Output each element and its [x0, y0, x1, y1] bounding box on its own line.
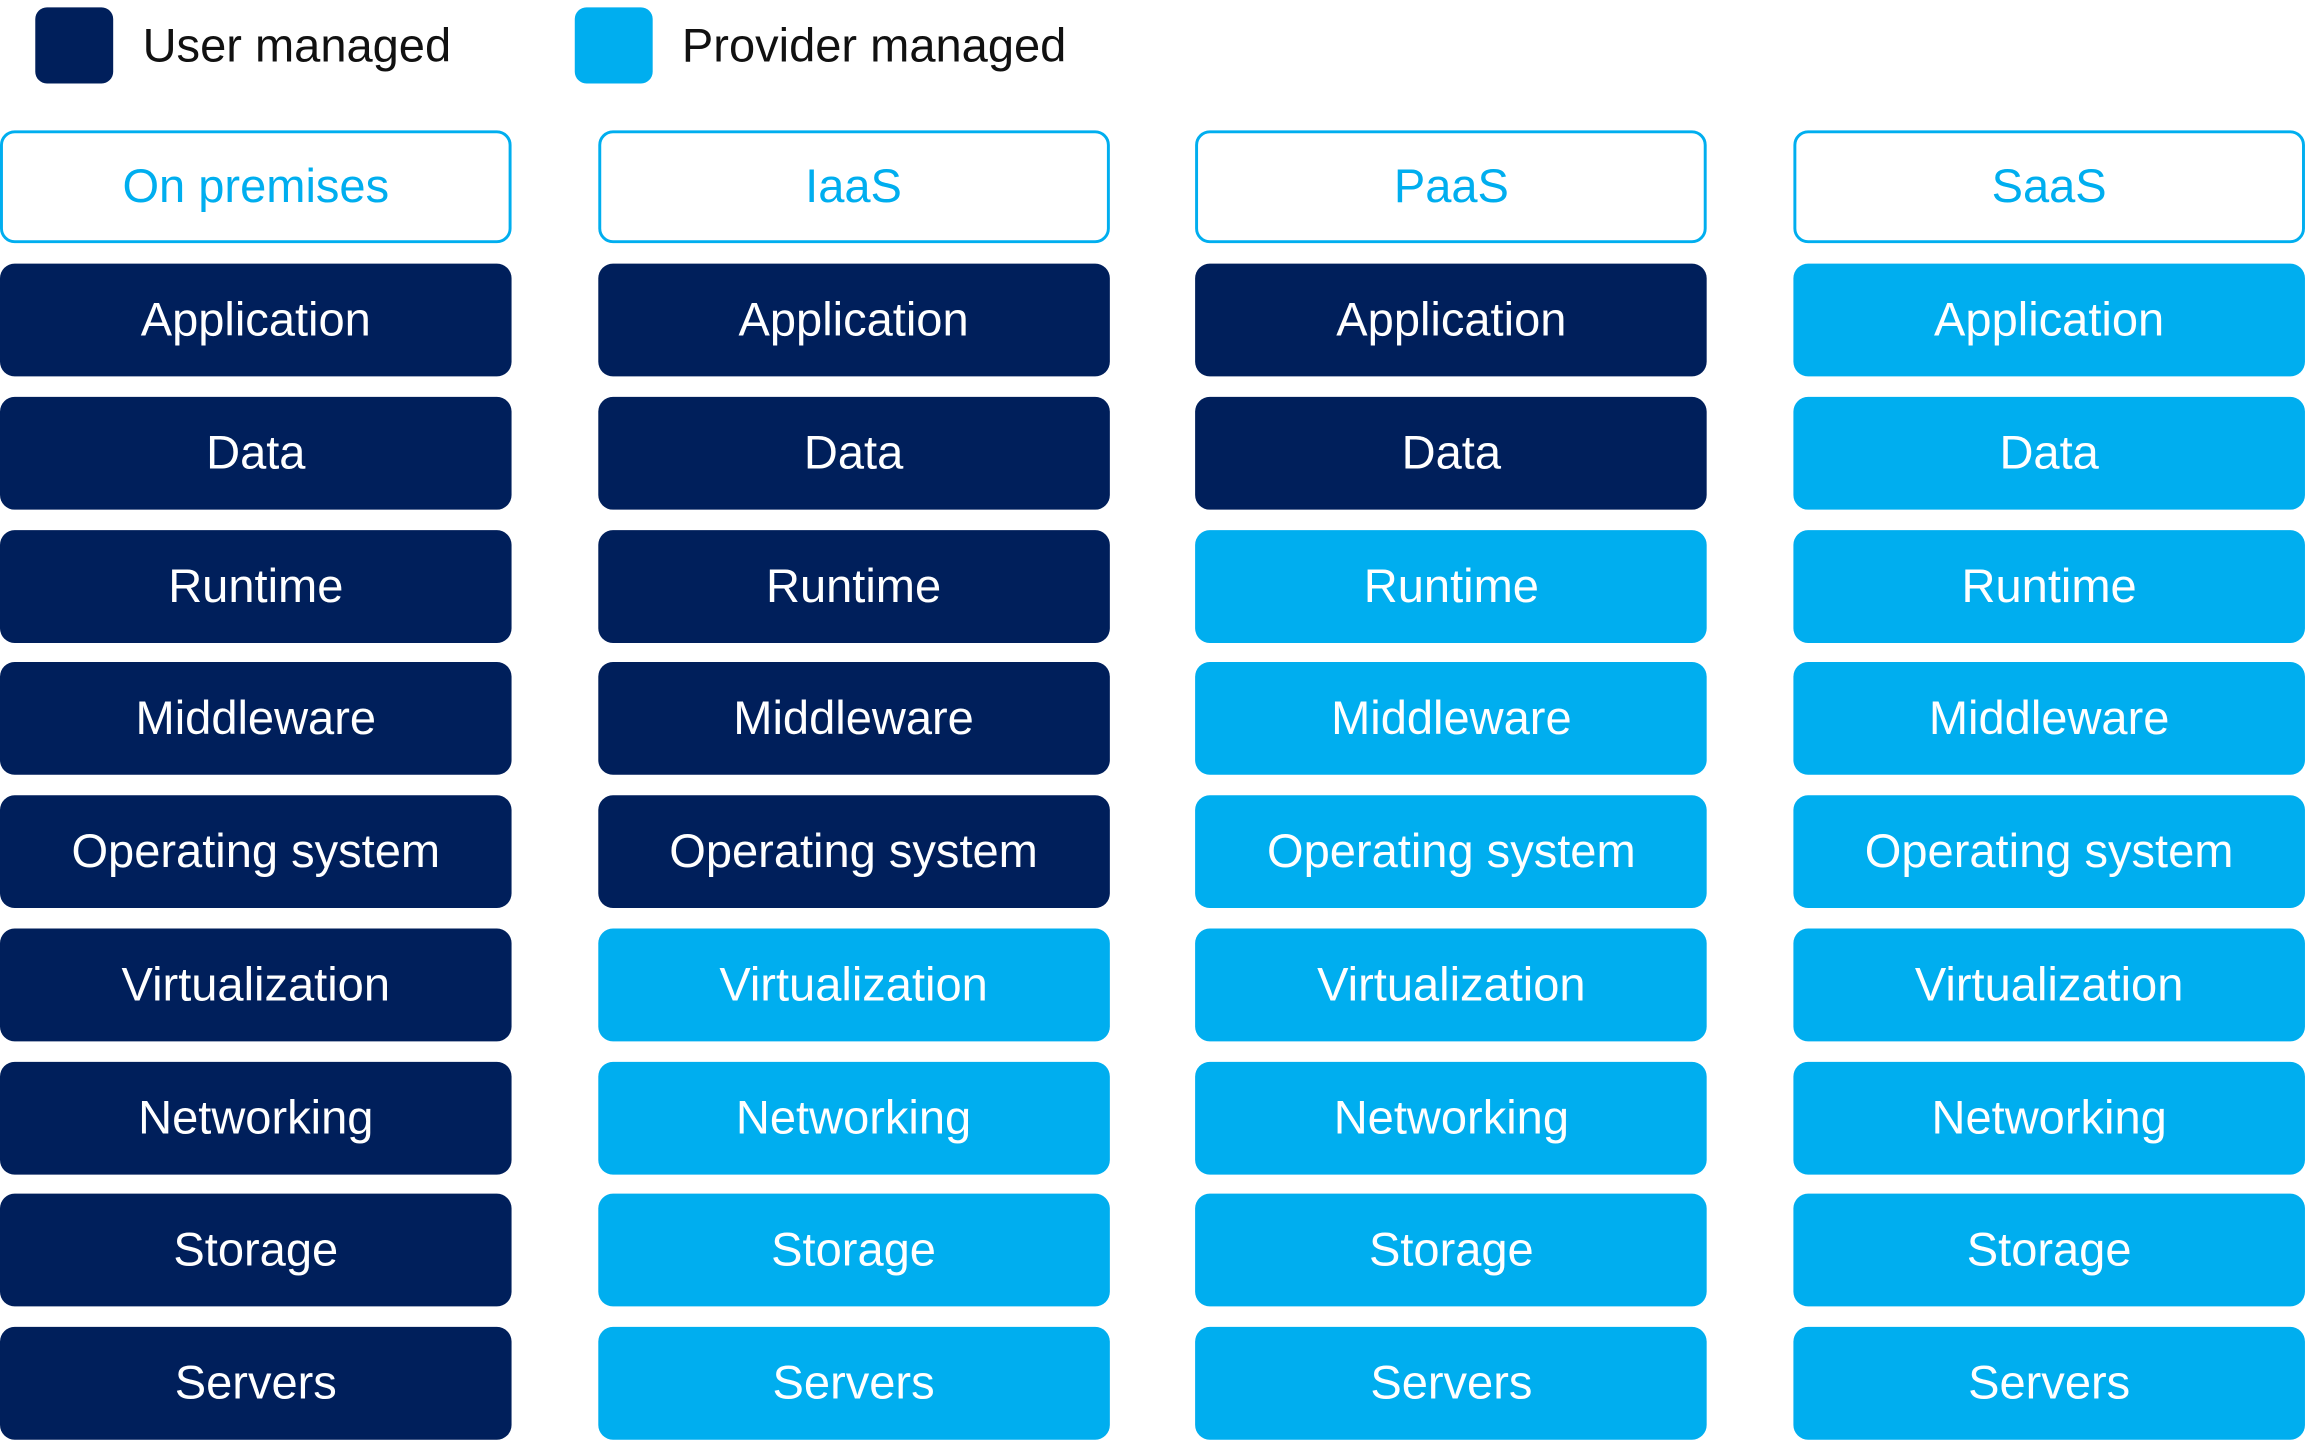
layer-servers: Servers	[0, 1326, 512, 1440]
column-header: PaaS	[1195, 130, 1708, 244]
layer-networking: Networking	[1195, 1061, 1708, 1174]
layer-virtualization: Virtualization	[597, 928, 1110, 1041]
layer-data: Data	[0, 396, 512, 510]
layer-runtime: Runtime	[1195, 529, 1708, 643]
layer-middleware: Middleware	[597, 662, 1110, 776]
layer-middleware: Middleware	[0, 662, 512, 776]
layer-runtime: Runtime	[1793, 529, 2305, 643]
layer-servers: Servers	[1195, 1326, 1708, 1440]
layer-runtime: Runtime	[0, 529, 512, 643]
layer-virtualization: Virtualization	[1793, 928, 2305, 1041]
layer-servers: Servers	[597, 1326, 1110, 1440]
layer-storage: Storage	[1195, 1194, 1708, 1307]
layer-data: Data	[1793, 396, 2305, 510]
layer-application: Application	[1195, 263, 1708, 377]
legend-swatch-provider	[574, 7, 653, 84]
layer-storage: Storage	[597, 1194, 1110, 1307]
layer-storage: Storage	[0, 1194, 512, 1307]
legend-label-provider: Provider managed	[681, 18, 1067, 72]
layer-operating-system: Operating system	[597, 795, 1110, 909]
layer-networking: Networking	[597, 1061, 1110, 1174]
layer-servers: Servers	[1793, 1326, 2305, 1440]
legend: User managed Provider managed	[35, 7, 1190, 84]
layer-virtualization: Virtualization	[0, 928, 512, 1041]
legend-swatch-user	[35, 7, 114, 84]
layer-storage: Storage	[1793, 1194, 2305, 1307]
layer-virtualization: Virtualization	[1195, 928, 1708, 1041]
layer-application: Application	[1793, 263, 2305, 377]
layer-runtime: Runtime	[597, 529, 1110, 643]
layer-networking: Networking	[1793, 1061, 2305, 1174]
layer-data: Data	[1195, 396, 1708, 510]
layer-operating-system: Operating system	[1793, 795, 2305, 909]
layer-application: Application	[597, 263, 1110, 377]
layer-networking: Networking	[0, 1061, 512, 1174]
column-header: SaaS	[1793, 130, 2305, 244]
layer-middleware: Middleware	[1793, 662, 2305, 776]
column-header: IaaS	[597, 130, 1110, 244]
layer-application: Application	[0, 263, 512, 377]
layer-operating-system: Operating system	[0, 795, 512, 909]
column-header: On premises	[0, 130, 512, 244]
layer-data: Data	[597, 396, 1110, 510]
legend-item-provider: Provider managed	[574, 7, 1067, 84]
layer-middleware: Middleware	[1195, 662, 1708, 776]
legend-label-user: User managed	[142, 18, 452, 72]
legend-item-user: User managed	[35, 7, 452, 84]
layer-operating-system: Operating system	[1195, 795, 1708, 909]
